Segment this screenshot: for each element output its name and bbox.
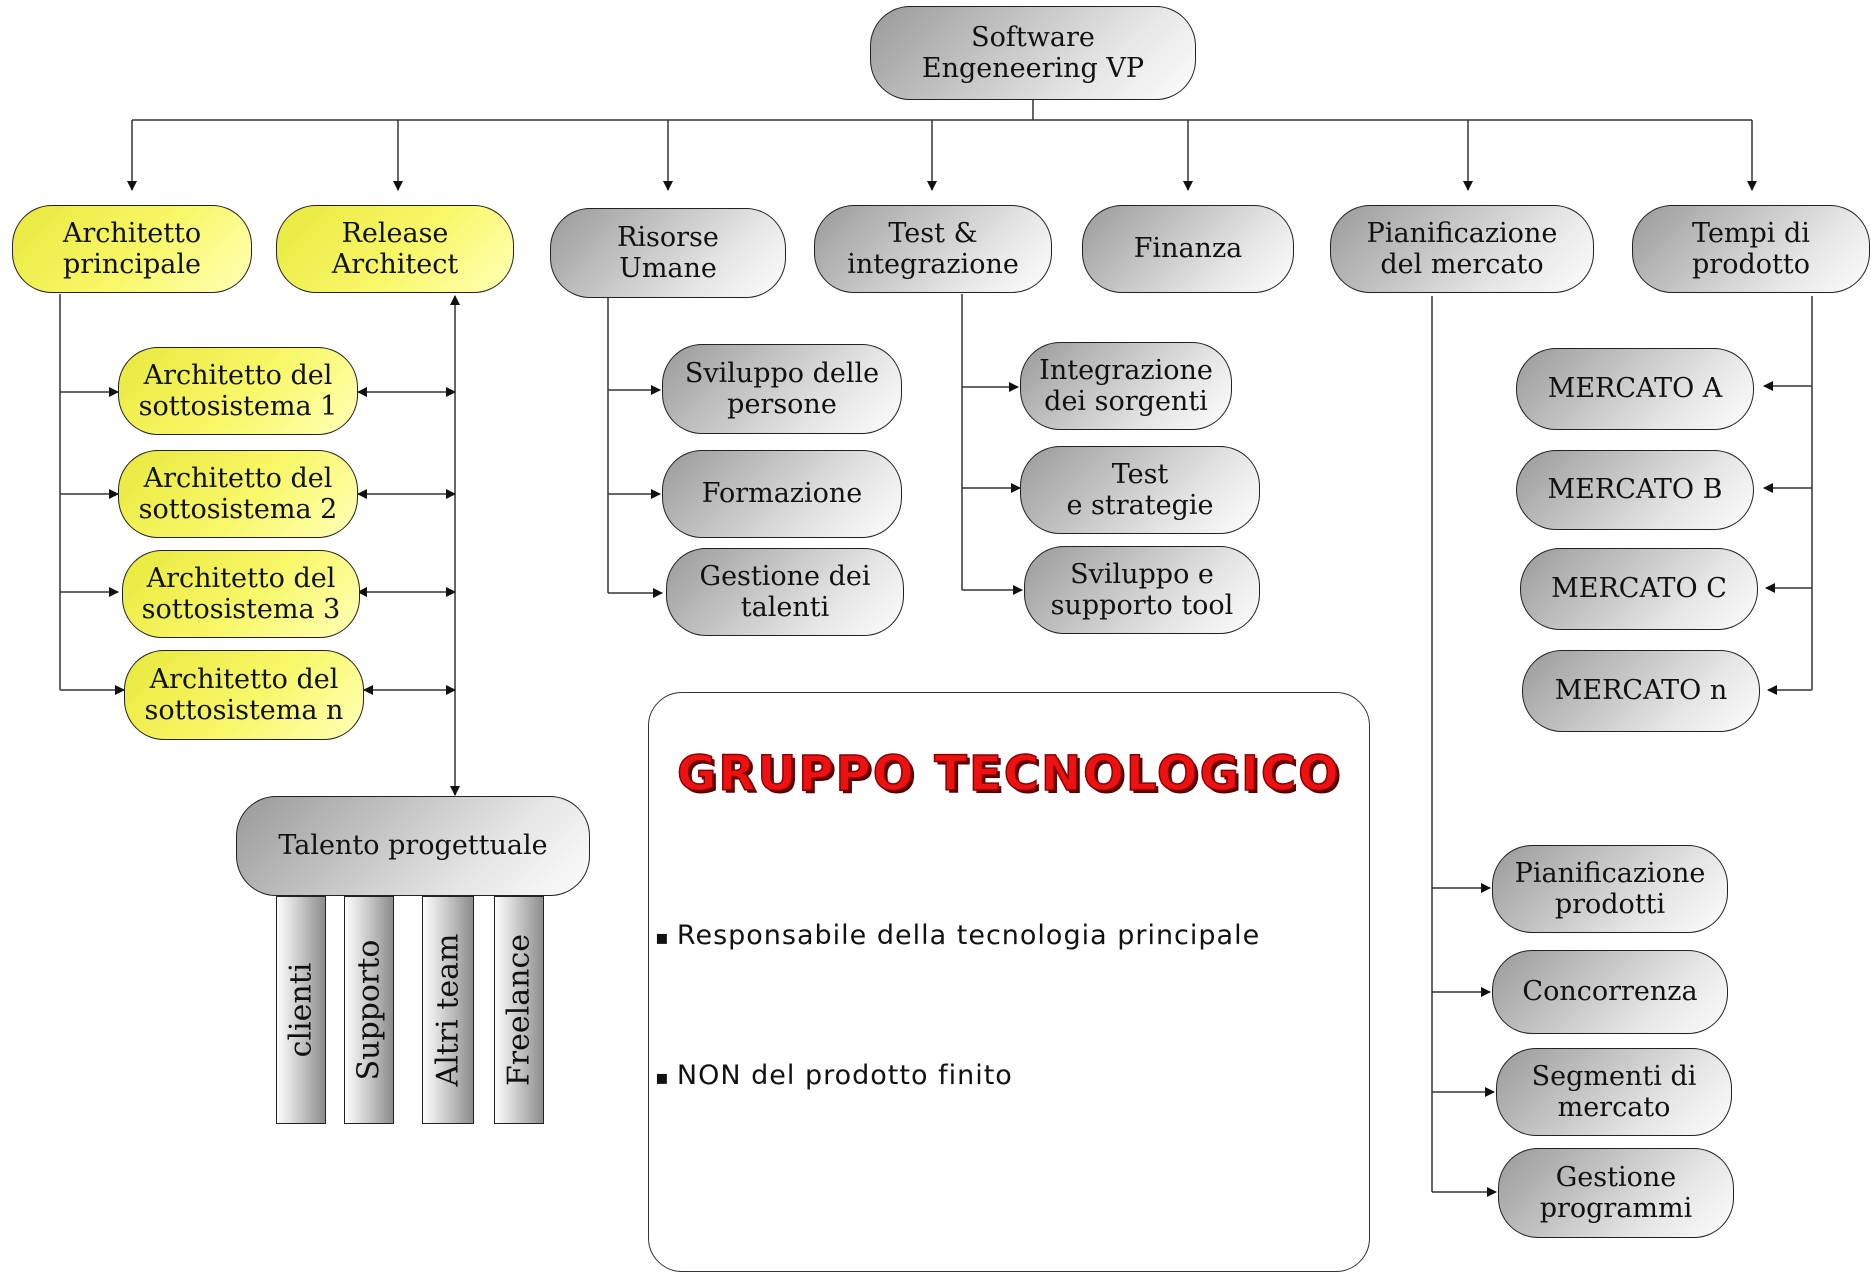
node-risorse-umane: Risorse Umane <box>550 208 786 298</box>
node-gestione-programmi: Gestione programmi <box>1498 1148 1734 1238</box>
info-title: GRUPPO TECNOLOGICO <box>676 745 1341 803</box>
node-test-integrazione: Test & integrazione <box>814 205 1052 293</box>
node-mercato-a: MERCATO A <box>1516 348 1754 430</box>
pillar-supporto: Supporto <box>344 896 394 1124</box>
node-test-strategie: Test e strategie <box>1020 446 1260 534</box>
node-mercato-n: MERCATO n <box>1522 650 1760 732</box>
root-node-software-engineering-vp: Software Engeneering VP <box>870 6 1196 100</box>
node-concorrenza: Concorrenza <box>1492 950 1728 1034</box>
node-subsystem-n: Architetto del sottosistema n <box>124 650 364 740</box>
pillar-label: Altri team <box>430 933 466 1087</box>
node-pianificazione-mercato: Pianificazione del mercato <box>1330 205 1594 293</box>
node-finanza: Finanza <box>1082 205 1294 293</box>
pillar-label: Freelance <box>501 933 537 1087</box>
pillar-label: Supporto <box>351 939 387 1081</box>
node-subsystem-1: Architetto del sottosistema 1 <box>118 347 358 435</box>
node-formazione: Formazione <box>662 450 902 538</box>
node-integrazione-sorgenti: Integrazione dei sorgenti <box>1020 342 1232 430</box>
node-segmenti-mercato: Segmenti di mercato <box>1496 1048 1732 1136</box>
node-gestione-talenti: Gestione dei talenti <box>666 548 904 636</box>
pillar-altri-team: Altri team <box>422 896 474 1124</box>
info-bullet-2: NON del prodotto finito <box>655 1060 1013 1091</box>
node-mercato-c: MERCATO C <box>1520 548 1758 630</box>
node-pianificazione-prodotti: Pianificazione prodotti <box>1492 845 1728 933</box>
pillar-clienti: clienti <box>276 896 326 1124</box>
node-architetto-principale: Architetto principale <box>12 205 252 293</box>
node-sviluppo-persone: Sviluppo delle persone <box>662 344 902 434</box>
node-sviluppo-supporto-tool: Sviluppo e supporto tool <box>1024 546 1260 634</box>
pillar-label: clienti <box>283 962 319 1058</box>
node-tempi-di-prodotto: Tempi di prodotto <box>1632 205 1870 293</box>
pillar-freelance: Freelance <box>494 896 544 1124</box>
node-talento-progettuale: Talento progettuale <box>236 796 590 896</box>
info-box-gruppo-tecnologico <box>648 692 1370 1272</box>
node-subsystem-2: Architetto del sottosistema 2 <box>118 450 358 538</box>
node-subsystem-3: Architetto del sottosistema 3 <box>122 550 360 638</box>
node-release-architect: Release Architect <box>276 205 514 293</box>
node-mercato-b: MERCATO B <box>1516 450 1754 530</box>
info-bullet-1: Responsabile della tecnologia principale <box>655 920 1260 951</box>
